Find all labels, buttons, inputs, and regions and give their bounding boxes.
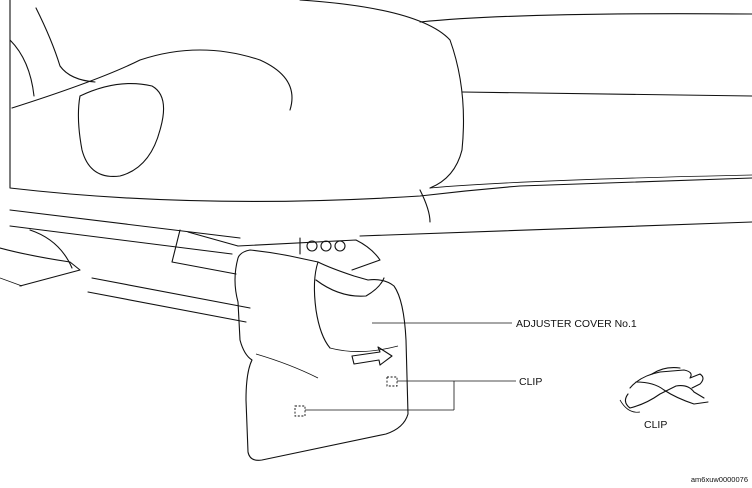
- leader-lines: [305, 322, 516, 411]
- adjuster-cover: [234, 249, 409, 461]
- clip-location-marks: [294, 376, 398, 417]
- clip-location-upper: [386, 376, 398, 387]
- label-clip-detail: CLIP: [644, 419, 667, 431]
- backrest-edge: [9, 7, 96, 97]
- clip-detail-icon: [619, 367, 709, 413]
- label-adjuster-cover: ADJUSTER COVER No.1: [516, 318, 637, 330]
- seat-cushion: [9, 0, 752, 202]
- figure-code: am6xuw0000076: [691, 475, 748, 484]
- label-clip: CLIP: [519, 376, 542, 388]
- clip-location-lower: [294, 405, 306, 417]
- seat-side-handle: [77, 83, 165, 178]
- seat-rail: [0, 209, 251, 323]
- rail-bracket: [171, 189, 752, 275]
